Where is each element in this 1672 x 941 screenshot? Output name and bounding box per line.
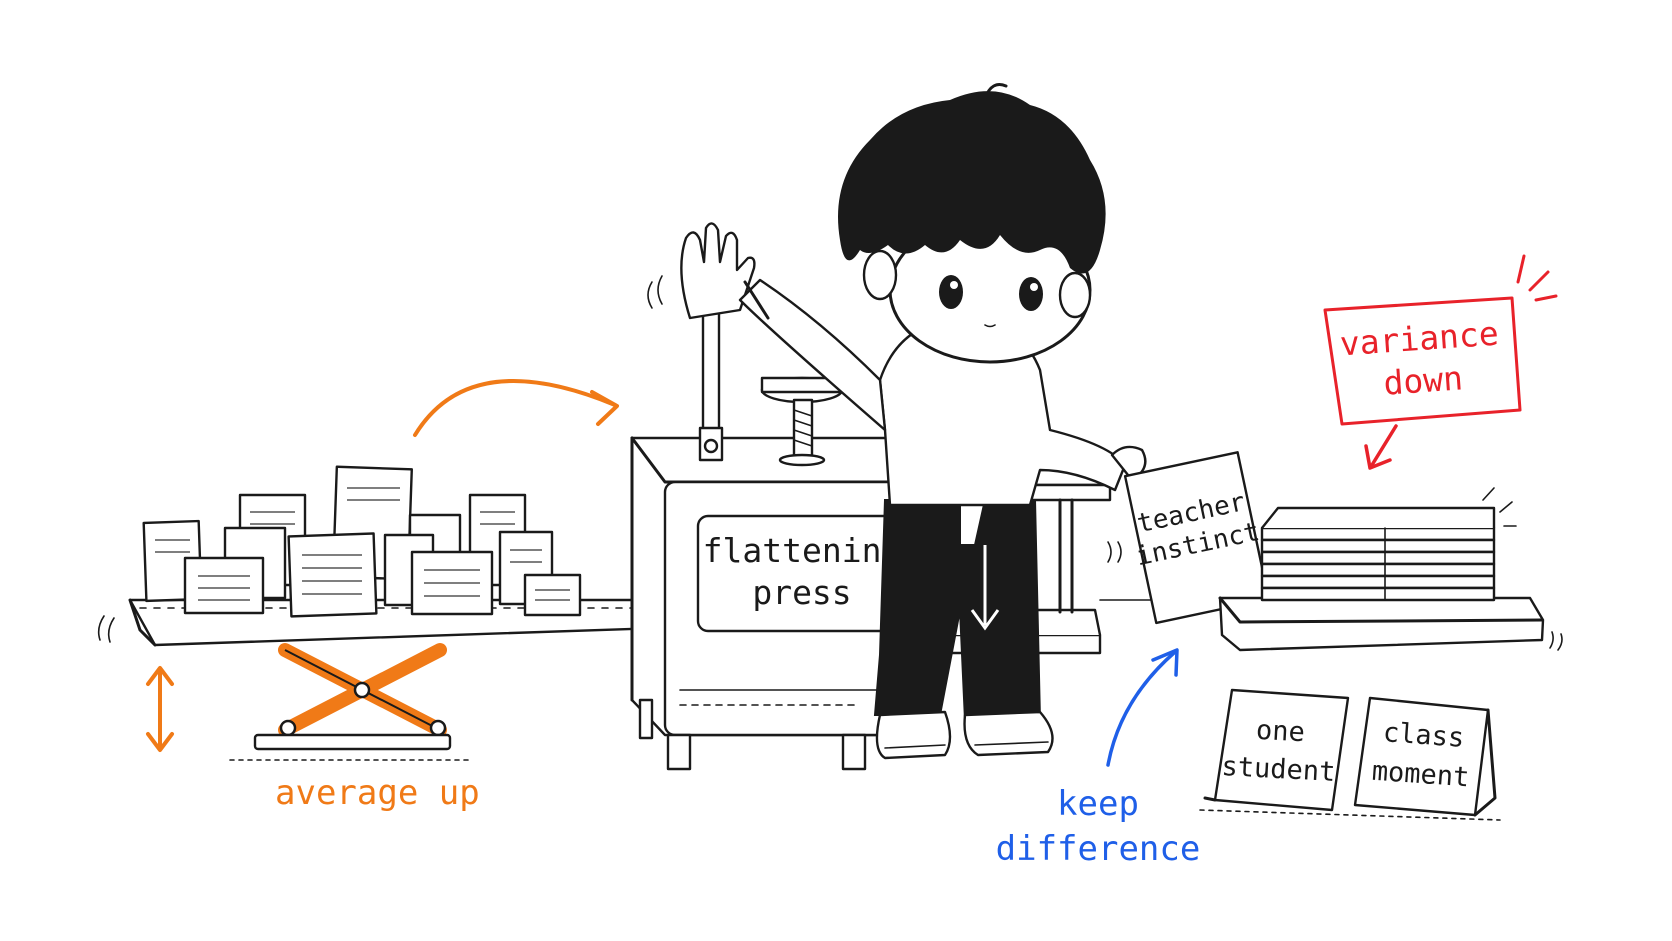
paper-pile: [144, 467, 580, 617]
left-table: average up: [99, 381, 660, 813]
flow-arrow-orange: [415, 381, 617, 435]
press-label-line1: flattening: [703, 531, 902, 570]
variance-down-callout: variance down: [1325, 256, 1556, 468]
scissor-lift: [230, 650, 470, 760]
sign-class-moment: class moment: [1355, 698, 1495, 815]
sign-class-line1: class: [1382, 717, 1465, 754]
sign-one-student: one student: [1205, 690, 1348, 810]
sign-one-line2: student: [1221, 751, 1336, 788]
sign-one-line1: one: [1255, 715, 1305, 749]
average-up-label: average up: [275, 773, 480, 813]
keep-difference-line1: keep: [1057, 784, 1139, 824]
vertical-adjust-arrow: [148, 668, 172, 750]
flattened-stack: [1220, 488, 1562, 650]
keep-difference-line2: difference: [996, 829, 1201, 869]
variance-down-line2: down: [1382, 358, 1464, 402]
press-label-line2: press: [752, 573, 851, 612]
